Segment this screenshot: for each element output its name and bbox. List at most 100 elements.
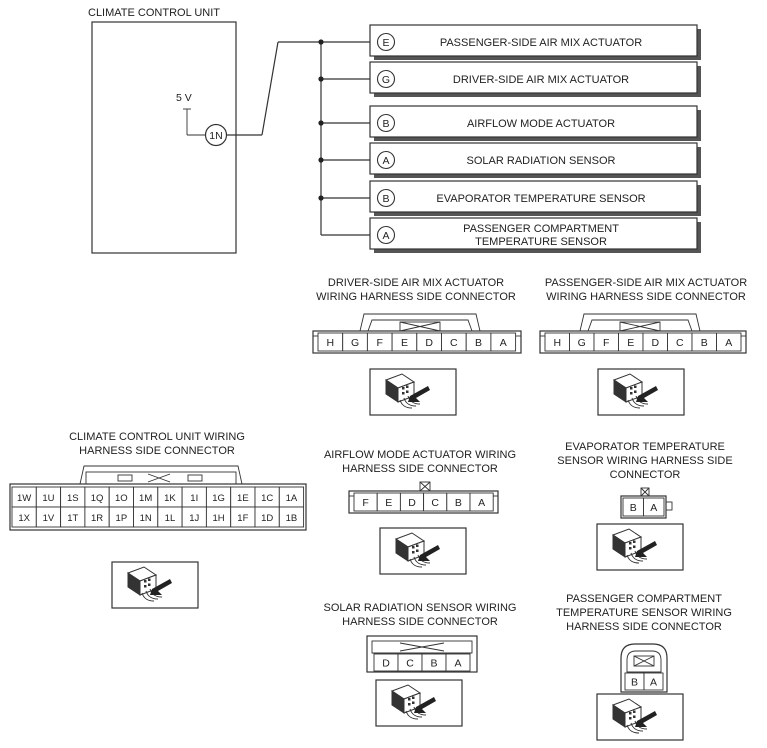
pin-cell	[490, 332, 517, 352]
pin-label: 1C	[261, 493, 273, 504]
pin-cell	[278, 506, 305, 528]
junction-dot	[318, 195, 324, 201]
pin-label: 1M	[139, 493, 152, 504]
pin-label: 1P	[116, 513, 128, 524]
connector-title: HARNESS SIDE CONNECTOR	[566, 621, 722, 633]
device-label: AIRFLOW MODE ACTUATOR	[467, 118, 615, 130]
connector-title: CLIMATE CONTROL UNIT WIRING	[69, 431, 245, 443]
connector-airflow-mode: AIRFLOW MODE ACTUATOR WIRING HARNESS SID…	[324, 449, 516, 575]
pin-cell	[716, 332, 742, 352]
pin-cell	[469, 492, 494, 512]
pin-label: 1F	[237, 513, 248, 524]
connector-title: AIRFLOW MODE ACTUATOR WIRING	[324, 449, 516, 461]
connector-driver-air-mix: DRIVER-SIDE AIR MIX ACTUATOR WIRING HARN…	[312, 277, 522, 416]
pin-label: E	[385, 497, 392, 509]
pin-label: G	[578, 337, 586, 349]
device-airflow-mode-actuator: B AIRFLOW MODE ACTUATOR	[369, 105, 701, 141]
connector-title: SENSOR WIRING HARNESS SIDE	[557, 455, 732, 467]
pin-label: H	[553, 337, 561, 349]
pin-label: 1U	[42, 493, 54, 504]
pin-label: C	[406, 658, 414, 670]
pin-label: E	[627, 337, 634, 349]
device-pin: E	[382, 37, 389, 49]
pin-label: A	[454, 658, 461, 670]
pin-label: B	[630, 502, 637, 514]
pin-label: B	[701, 337, 708, 349]
connector-title: WIRING HARNESS SIDE CONNECTOR	[316, 291, 516, 303]
connector-title: CONNECTOR	[610, 469, 681, 481]
terminal-1n-circle	[204, 123, 228, 147]
pin-label: F	[603, 337, 609, 349]
device-label: SOLAR RADIATION SENSOR	[467, 155, 616, 167]
pin-label: B	[631, 677, 638, 689]
connector-solar: SOLAR RADIATION SENSOR WIRING HARNESS SI…	[324, 602, 517, 727]
pin-label: 1I	[190, 493, 198, 504]
pin-label: F	[377, 337, 383, 349]
connector-title: HARNESS SIDE CONNECTOR	[342, 616, 498, 628]
connector-title: SOLAR RADIATION SENSOR WIRING	[324, 602, 517, 614]
pin-label: 1X	[18, 513, 30, 524]
pin-label: 1A	[286, 493, 298, 504]
pin-label: 1J	[189, 513, 199, 524]
pin-label: 1B	[286, 513, 298, 524]
pin-label: G	[351, 337, 359, 349]
pin-label: 1K	[164, 493, 176, 504]
pin-label: C	[431, 497, 439, 509]
pin-label: A	[650, 502, 657, 514]
connector-title: HARNESS SIDE CONNECTOR	[342, 463, 498, 475]
pin-label: E	[401, 337, 408, 349]
pin-label: A	[478, 497, 485, 509]
connector-title: HARNESS SIDE CONNECTOR	[79, 445, 235, 457]
pin-label: C	[450, 337, 458, 349]
pin-label: A	[725, 337, 732, 349]
pin-label: D	[408, 497, 416, 509]
connector-title: DRIVER-SIDE AIR MIX ACTUATOR	[328, 277, 504, 289]
connector-climate-unit: CLIMATE CONTROL UNIT WIRING HARNESS SIDE…	[9, 431, 307, 609]
device-pin: B	[382, 193, 389, 205]
device-evaporator-temperature-sensor: B EVAPORATOR TEMPERATURE SENSOR	[369, 180, 701, 216]
pin-label: 1O	[115, 493, 128, 504]
pin-label: 1S	[67, 493, 79, 504]
connector-title: EVAPORATOR TEMPERATURE	[565, 441, 725, 453]
pin-label: H	[327, 337, 335, 349]
junction-dot	[318, 39, 324, 45]
pin-label: 1N	[140, 513, 152, 524]
device-pin: G	[382, 74, 390, 86]
pin-label: 1Q	[91, 493, 104, 504]
pin-cell	[643, 497, 665, 517]
voltage-label: 5 V	[176, 92, 192, 104]
device-driver-air-mix-actuator: G DRIVER-SIDE AIR MIX ACTUATOR	[369, 61, 701, 97]
device-pin: A	[382, 230, 389, 242]
connector-title: TEMPERATURE SENSOR WIRING	[556, 607, 732, 619]
device-passenger-compartment-temperature-sensor: A PASSENGER COMPARTMENT TEMPERATURE SENS…	[369, 217, 701, 253]
device-label: EVAPORATOR TEMPERATURE SENSOR	[436, 193, 645, 205]
pin-label: B	[430, 658, 437, 670]
pin-label: A	[500, 337, 507, 349]
device-label: TEMPERATURE SENSOR	[475, 236, 607, 248]
pin-label: 1D	[261, 513, 273, 524]
pin-label: 1R	[91, 513, 103, 524]
unit-title: CLIMATE CONTROL UNIT	[88, 7, 220, 19]
pin-label: 1W	[17, 493, 31, 504]
pin-label: 1H	[212, 513, 224, 524]
junction-dot	[318, 157, 324, 163]
connector-evaporator: EVAPORATOR TEMPERATURE SENSOR WIRING HAR…	[557, 441, 733, 571]
device-pin: B	[382, 118, 389, 130]
pin-label: F	[362, 497, 368, 509]
pin-cell	[643, 672, 664, 691]
device-pin: A	[382, 155, 389, 167]
device-label: PASSENGER-SIDE AIR MIX ACTUATOR	[440, 37, 642, 49]
pin-label: 1G	[212, 493, 225, 504]
pin-label: B	[475, 337, 482, 349]
pin-label: A	[650, 677, 657, 689]
device-label: PASSENGER COMPARTMENT	[463, 223, 619, 235]
pin-label: B	[455, 497, 462, 509]
junction-dot	[318, 76, 324, 82]
pin-label: 1E	[237, 493, 249, 504]
pin-label: D	[651, 337, 659, 349]
device-label: DRIVER-SIDE AIR MIX ACTUATOR	[453, 74, 629, 86]
connector-title: WIRING HARNESS SIDE CONNECTOR	[546, 291, 746, 303]
device-solar-radiation-sensor: A SOLAR RADIATION SENSOR	[369, 142, 701, 178]
junction-dot	[318, 120, 324, 126]
